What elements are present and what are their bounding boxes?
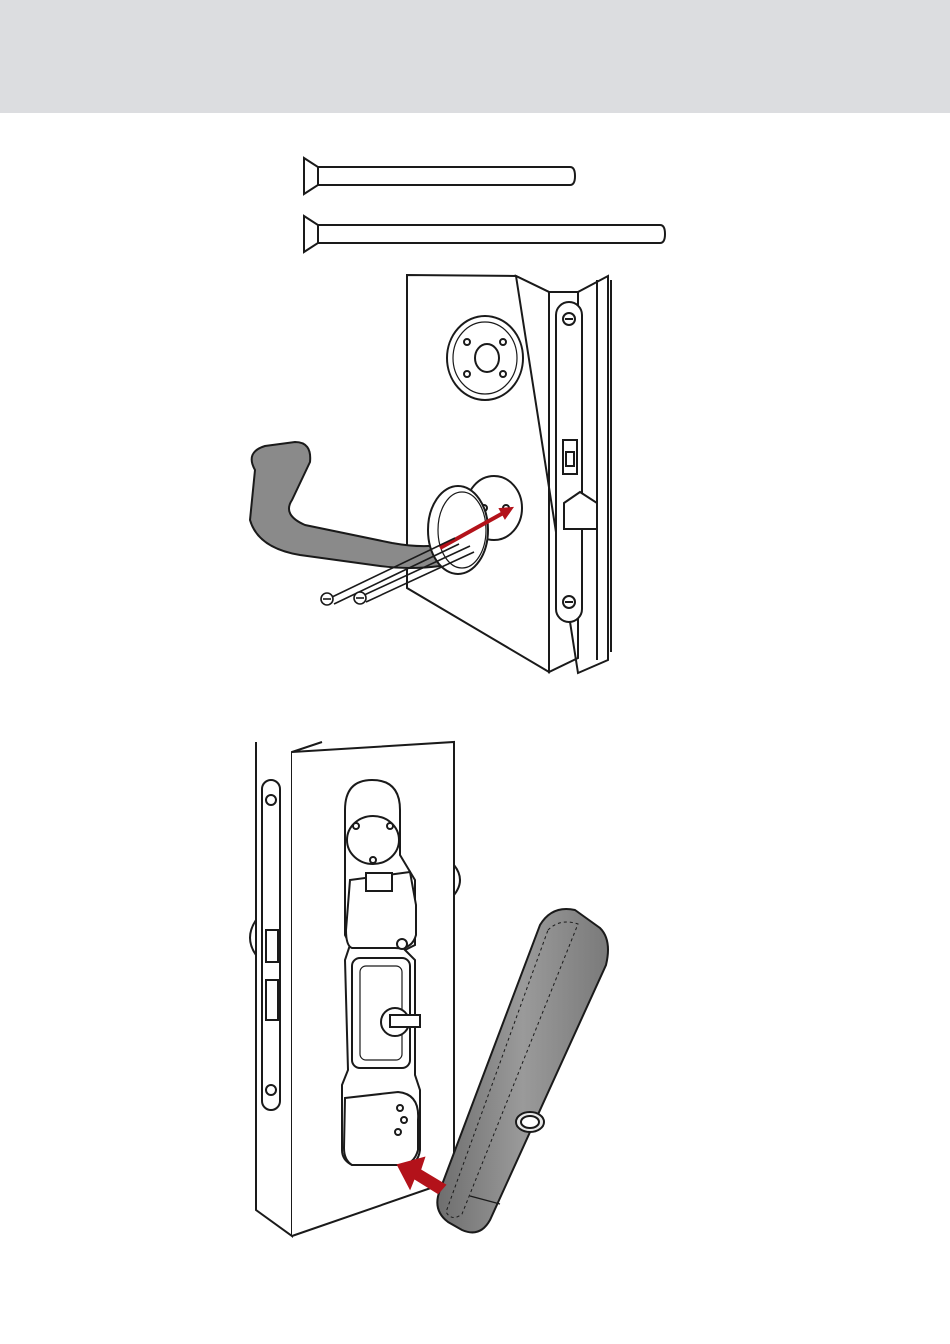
long-screw-icon [304,216,665,252]
handle-mount-illustration [250,275,611,673]
rose-top-icon [447,316,523,400]
cover-attach-illustration [250,742,608,1236]
screws-illustration [304,158,665,252]
short-screw-icon [304,158,575,194]
lock-cover-icon [437,909,608,1232]
installation-illustration [0,113,950,1344]
header-band [0,0,950,113]
